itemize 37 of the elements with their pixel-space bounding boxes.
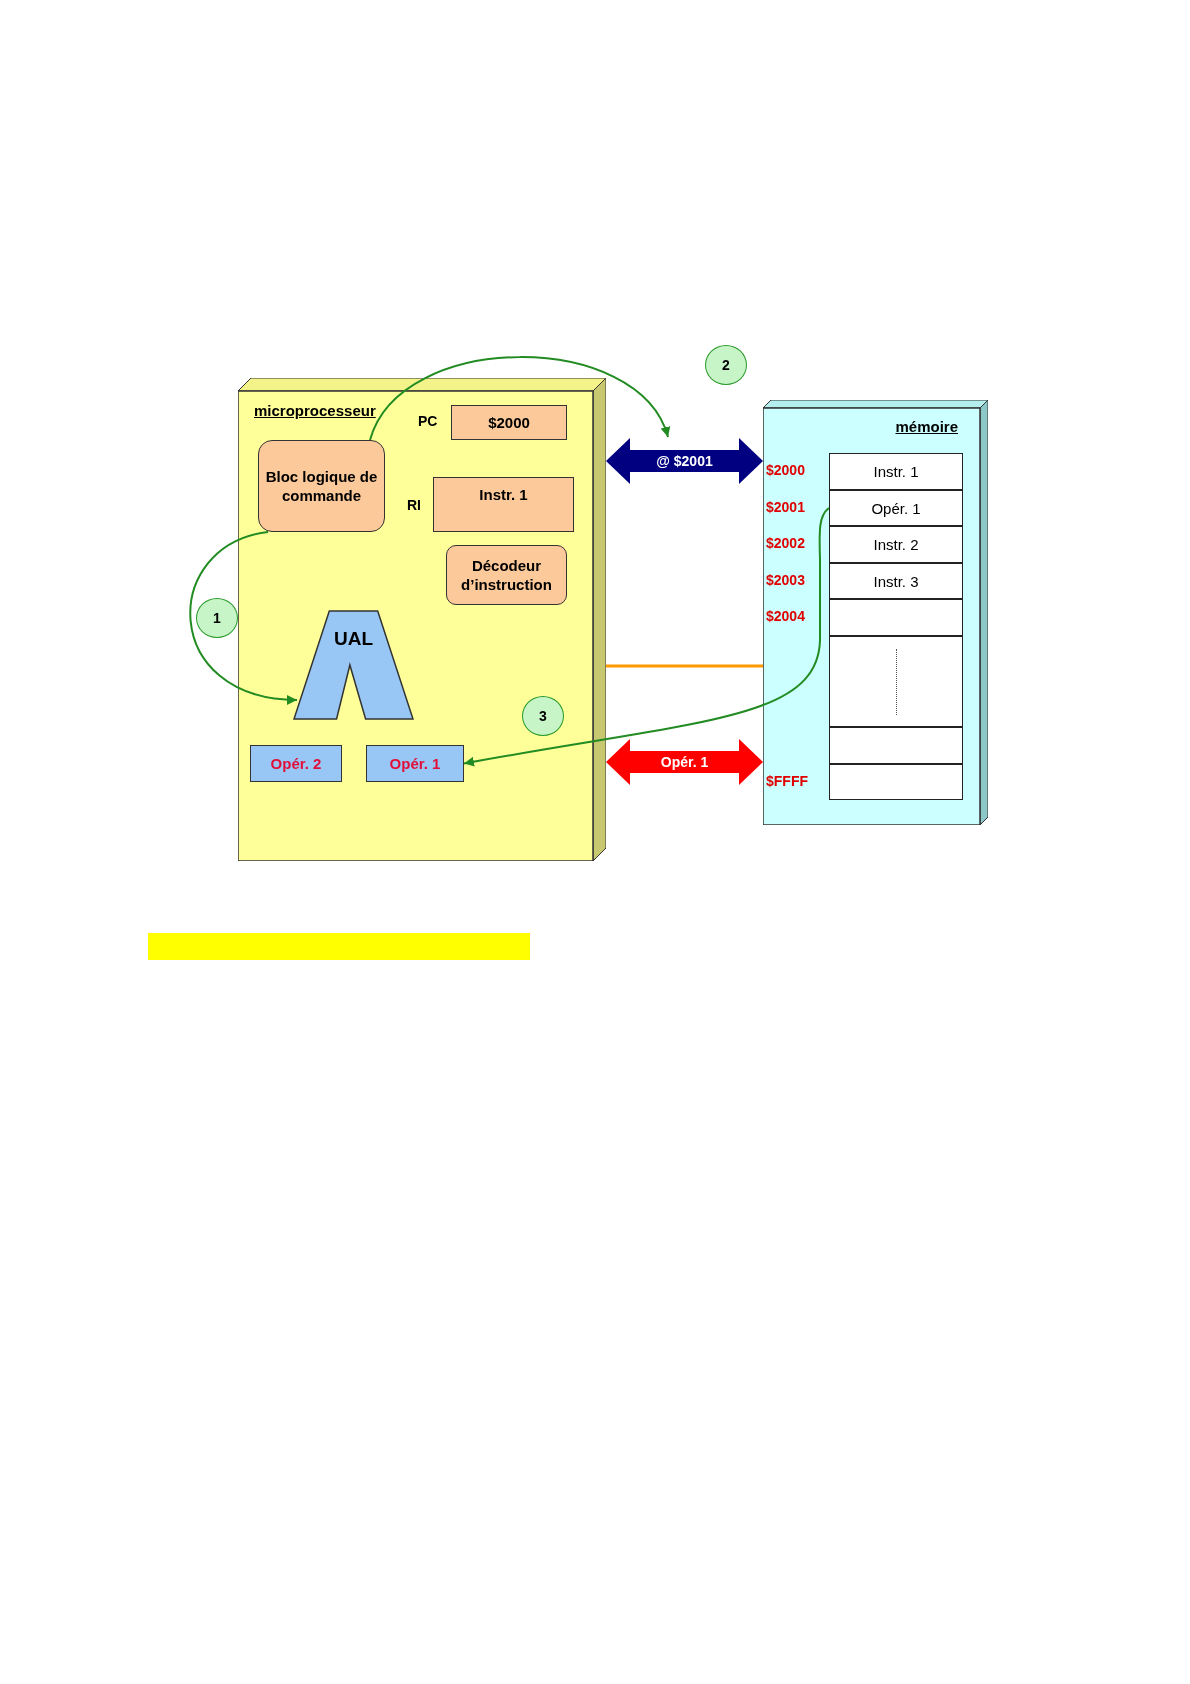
address-label: $FFFF — [766, 773, 808, 789]
register-box: $2000 — [451, 405, 567, 440]
memory-cell: Opér. 1 — [829, 490, 963, 526]
address-label: $2001 — [766, 499, 805, 515]
decoder-box: Décodeur d’instruction — [446, 545, 567, 605]
curved-arrow — [463, 507, 830, 767]
memory-cell — [829, 636, 963, 727]
connector-line — [606, 664, 763, 668]
curved-arrow — [189, 531, 298, 704]
memory-cell: Instr. 2 — [829, 526, 963, 563]
address-label: $2003 — [766, 572, 805, 588]
edge-label: Opér. 1 — [660, 754, 709, 770]
memory-cell — [829, 764, 963, 800]
curved-arrow — [369, 356, 669, 441]
memory-cell: Instr. 1 — [829, 453, 963, 490]
alu-label: UAL — [333, 628, 374, 650]
alu-shape — [293, 610, 414, 720]
operand-box: Opér. 1 — [366, 745, 464, 782]
address-label: $2002 — [766, 535, 805, 551]
memory-cell — [829, 727, 963, 764]
panel-title: microprocesseur — [254, 402, 376, 419]
address-label: $2004 — [766, 608, 805, 624]
register-label: PC — [418, 413, 438, 429]
highlight-bar — [148, 933, 530, 960]
register-label: RI — [407, 497, 421, 513]
panel-title: mémoire — [895, 418, 958, 435]
edge-label: @ $2001 — [656, 453, 713, 469]
address-label: $2000 — [766, 462, 805, 478]
double-arrow — [606, 438, 763, 484]
memory-cell — [829, 599, 963, 636]
register-box: Instr. 1 — [433, 477, 574, 532]
control-unit-box: Bloc logique de commande — [258, 440, 385, 532]
step-number: 2 — [705, 345, 747, 385]
operand-box: Opér. 2 — [250, 745, 342, 782]
memory-cell: Instr. 3 — [829, 563, 963, 599]
double-arrow — [606, 739, 763, 785]
step-number: 1 — [196, 598, 238, 638]
